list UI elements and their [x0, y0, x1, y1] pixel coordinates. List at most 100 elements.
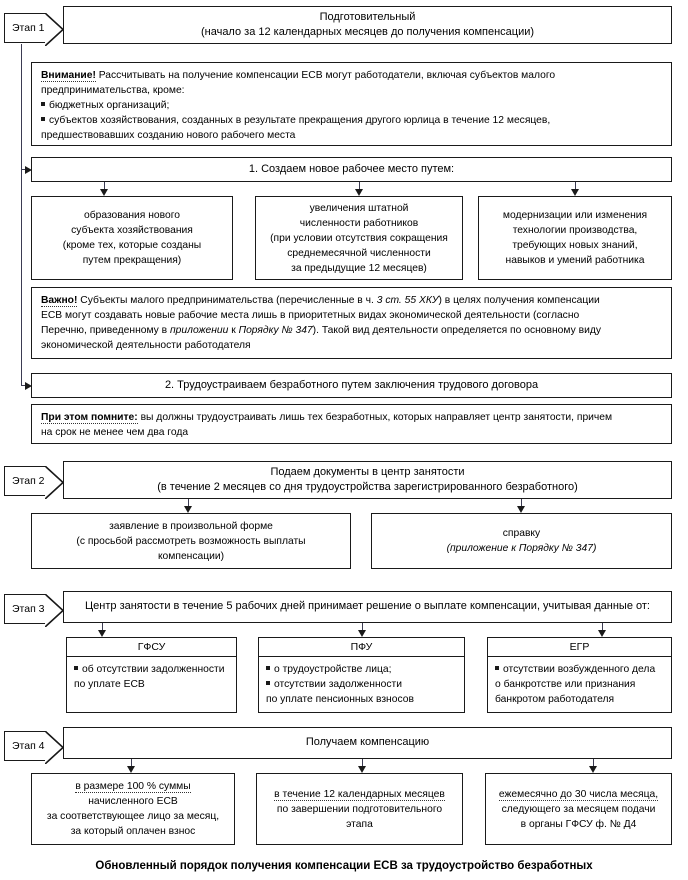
source2-item: по уплате пенсионных взносов: [266, 694, 414, 705]
source1-item: по уплате ЕСВ: [74, 679, 145, 690]
term1-line: за соответствующее лицо за месяц,: [46, 811, 220, 822]
arrow-down-icon: [516, 506, 525, 513]
stage1-title-line2: (начало за 12 календарных месяцев до пол…: [200, 26, 535, 38]
doc1-line: заявление в произвольной форме: [109, 520, 273, 532]
source1-item-text: об отсутствии задолженности: [82, 664, 225, 675]
option3-line: модернизации или изменения: [502, 210, 648, 221]
term1-lead-text: в размере 100 % суммы: [75, 781, 191, 793]
stage-tag-4-label: Этап 4: [12, 740, 45, 752]
note-remember-box: При этом помните: вы должны трудоустраив…: [31, 404, 672, 444]
note-attention-box: Внимание! Рассчитывать на получение комп…: [31, 62, 672, 146]
note-attention-line1: Внимание! Рассчитывать на получение комп…: [41, 68, 664, 83]
option2-line: численности работников: [299, 217, 419, 229]
stage3-source-1-body: об отсутствии задолженности по уплате ЕС…: [67, 657, 236, 712]
note-attention-bullet1: бюджетных организаций;: [41, 98, 664, 113]
stage-tag-3-label: Этап 3: [12, 603, 45, 615]
stage2-branch-line-2: [521, 499, 522, 509]
option3-line: навыков и умений работника: [505, 255, 645, 266]
stage-tag-2-point: [45, 465, 65, 499]
option2-line: за предыдущие 12 месяцев): [291, 262, 427, 274]
step1-branch-line-3: [575, 182, 576, 192]
source2-item-text: о трудоустройстве лица;: [274, 664, 392, 675]
bullet-icon: [495, 666, 499, 670]
note-remember-line1: При этом помните: вы должны трудоустраив…: [41, 410, 664, 425]
stage3-source-box-1: ГФСУ об отсутствии задолженности по упла…: [66, 637, 237, 713]
option1-line: (кроме тех, которые созданы: [62, 240, 202, 251]
term3-lead: ежемесячно до 30 числа месяца,: [492, 787, 665, 802]
stage3-branch-line-2: [362, 623, 363, 633]
stage4-branch-line-2: [362, 759, 363, 769]
step2-title-box: 2. Трудоустраиваем безработного путем за…: [31, 373, 672, 398]
step1-title-text: 1. Создаем новое рабочее место путем:: [248, 162, 455, 175]
source2-item-text: отсутствии задолженности: [274, 679, 402, 690]
stage1-title-line1: Подготовительный: [319, 10, 416, 23]
stage4-branch-line-1: [131, 759, 132, 769]
stage4-term-box-1: в размере 100 % суммы начисленного ЕСВ з…: [31, 773, 235, 845]
doc2-line2: (приложение к Порядку № 347): [446, 543, 597, 554]
arrow-down-icon: [588, 766, 597, 773]
option1-line: образования нового: [83, 210, 180, 221]
stage-tag-4: Этап 4: [4, 730, 65, 764]
stage4-term-box-3: ежемесячно до 30 числа месяца, следующег…: [485, 773, 672, 845]
stage1-spine: [21, 44, 22, 385]
term2-lead: в течение 12 календарных месяцев: [263, 787, 456, 802]
option1-line: путем прекращения): [82, 255, 182, 266]
note-remember-line2: на срок не менее чем два года: [41, 427, 189, 438]
term1-lead: в размере 100 % суммы: [38, 779, 228, 794]
stage1-title-box: Подготовительный (начало за 12 календарн…: [63, 6, 672, 44]
step2-title-text: 2. Трудоустраиваем безработного путем за…: [164, 378, 539, 391]
arrow-down-icon: [126, 766, 135, 773]
note-important-lead: Важно!: [41, 295, 78, 307]
stage-tag-1-label: Этап 1: [12, 22, 45, 34]
arrow-right-icon: [25, 381, 32, 390]
note-remember-line1-rest: вы должны трудоустраивать лишь тех безра…: [137, 412, 613, 423]
bullet-icon: [41, 117, 45, 121]
step1-branch-line-2: [359, 182, 360, 192]
doc1-line: (с просьбой рассмотреть возможность выпл…: [76, 535, 306, 547]
stage4-branch-line-3: [593, 759, 594, 769]
option3-line: требующих новых знаний,: [512, 240, 638, 251]
term1-line: за который оплачен взнос: [70, 826, 196, 837]
term2-line: этапа: [346, 818, 373, 830]
stage-tag-4-point: [45, 730, 65, 764]
diagram-caption: Обновленный порядок получения компенсаци…: [95, 860, 593, 872]
stage4-term-box-2: в течение 12 календарных месяцев по заве…: [256, 773, 463, 845]
stage-tag-1-point: [45, 12, 65, 46]
note-important-box: Важно! Субъекты малого предпринимательст…: [31, 287, 672, 359]
option2-line: увеличения штатной: [309, 202, 409, 214]
term3-line: следующего за месяцем подачи: [501, 803, 656, 815]
note-important-line1-ref: 3 ст. 55 ХКУ: [376, 295, 439, 306]
stage-tag-2: Этап 2: [4, 465, 65, 499]
stage2-doc-box-1: заявление в произвольной форме (с просьб…: [31, 513, 351, 569]
note-important-line3: Перечню, приведенному в приложении к Пор…: [41, 323, 664, 338]
stage4-title-box: Получаем компенсацию: [63, 727, 672, 759]
doc2-line1: справку: [502, 528, 541, 539]
stage2-title-line1: Подаем документы в центр занятости: [270, 465, 465, 478]
option1-line: субъекта хозяйствования: [71, 225, 193, 236]
term3-line: в органы ГФСУ ф. № Д4: [520, 818, 637, 830]
stage2-branch-line-1: [188, 499, 189, 509]
note-attention-line3: предшествовавших созданию нового рабочег…: [41, 130, 296, 141]
note-attention-bullet1-text: бюджетных организаций;: [49, 100, 170, 111]
note-attention-line2: предпринимательства, кроме:: [41, 85, 185, 96]
option2-line: среднемесячной численности: [287, 247, 431, 259]
note-important-line3-ref1: приложении: [170, 325, 229, 336]
term2-lead-text: в течение 12 календарных месяцев: [274, 788, 445, 801]
note-remember-lead: При этом помните:: [41, 412, 138, 424]
step1-title-box: 1. Создаем новое рабочее место путем:: [31, 157, 672, 182]
bullet-icon: [266, 666, 270, 670]
arrow-down-icon: [597, 630, 606, 637]
arrow-down-icon: [99, 189, 108, 196]
stage-tag-3: Этап 3: [4, 593, 65, 627]
option2-line: (при условии отсутствия сокращения: [270, 232, 448, 244]
step1-option-box-3: модернизации или изменения технологии пр…: [478, 196, 672, 280]
step1-option-box-2: увеличения штатной численности работнико…: [255, 196, 463, 280]
term1-line: начисленного ЕСВ: [88, 796, 178, 807]
stage2-doc-box-2: справку (приложение к Порядку № 347): [371, 513, 672, 569]
source1-item: об отсутствии задолженности: [74, 662, 229, 677]
arrow-down-icon: [570, 189, 579, 196]
arrow-down-icon: [354, 189, 363, 196]
stage3-source-box-2: ПФУ о трудоустройстве лица; отсутствии з…: [258, 637, 465, 713]
bullet-icon: [41, 102, 45, 106]
note-important-line4: экономической деятельности работодателя: [41, 340, 251, 351]
